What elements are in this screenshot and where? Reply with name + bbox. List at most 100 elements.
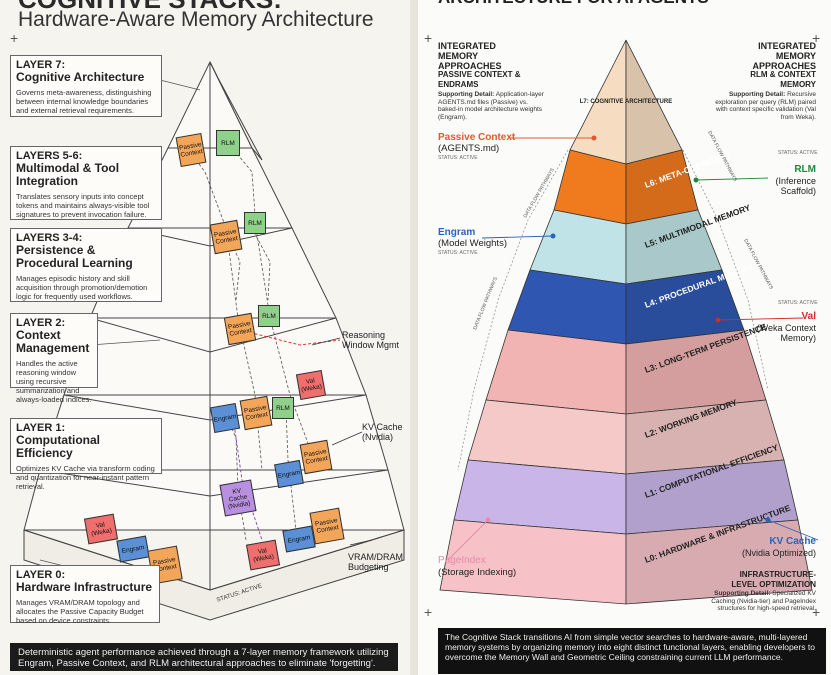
chip-kv: KV Cache (Nvidia) [219,479,257,517]
pyramid-side-7 [209,61,263,161]
right-approaches-header: INTEGRATED MEMORY APPROACHES [752,41,816,71]
callout-line-kv [331,431,363,446]
left-subtitle: Hardware-Aware Memory Architecture [18,8,374,31]
connector-dot [485,517,491,523]
detail-label: Supporting Detail: [728,91,786,98]
val-status: STATUS: ACTIVE [778,300,818,306]
chip-passive: Passive Context [309,507,345,545]
chip-val: Val (Weka) [295,369,327,401]
layer-2-name: Context Management [16,328,90,355]
leader-layer2 [89,339,161,346]
layer-2-heading: LAYER 2: [16,317,66,329]
chip-val: Val (Weka) [245,539,281,571]
detail-label: Supporting Detail: [714,590,771,597]
infra-block-title: INFRASTRUCTURE-LEVEL OPTIMIZATION [731,570,816,589]
layer-56-name: Multimodal & Tool Integration [16,161,120,188]
pageindex-sub: (Storage Indexing) [438,567,517,578]
flow-path-right [682,149,769,391]
layer-34-desc: Manages episodic history and skill acqui… [16,274,148,301]
corner-plus-icon: + [10,30,19,46]
chip-passive: Passive Context [223,312,257,346]
layer-1-box: LAYER 1: Computational Efficiency Optimi… [10,418,162,491]
infra-block-detail: Supporting Detail: Specialized KV Cachin… [708,590,816,613]
passive-context-label: Passive Context [438,132,516,143]
layer-56-box: LAYERS 5-6: Multimodal & Tool Integratio… [10,146,162,220]
chip-engram: Engram [274,459,304,489]
connector-dot [715,317,721,323]
passive-block-detail: Supporting Detail: Application-layer AGE… [438,91,548,121]
rlm-block-title: RLM & CONTEXT MEMORY [750,70,816,89]
kv-cache-label: KV Cache (Nvidia) [362,422,403,442]
leader-layer7 [159,79,201,91]
layer-7-name: Cognitive Architecture [16,70,145,84]
callout-line-vram [349,539,373,546]
chip-rlm: RLM [244,212,266,234]
passive-status: STATUS: ACTIVE [438,155,478,161]
left-approaches-header: INTEGRATED MEMORY APPROACHES [438,41,502,71]
connector-val [717,317,804,321]
tier-front-2 [23,529,405,591]
tier-front-5 [89,317,337,353]
kv-cache-sub: (Nvidia Optimized) [741,548,816,558]
vram-budget-label: VRAM/DRAM Budgeting [348,552,404,572]
pageindex-label: PageIndex [438,555,486,566]
flow-label-left: DATA FLOW PATHWAYS [472,276,499,331]
layer-7-heading: LAYER 7: [16,59,66,71]
detail-text: Specialized KV Caching (Nvidia-tier) and… [711,590,816,612]
engram-sub: (Model Weights) [438,238,507,249]
val-sub: (Weka Context Memory) [756,323,816,343]
layer-56-heading: LAYERS 5-6: [16,150,83,162]
pyramid-layer-right-face [625,519,813,605]
layer-2-desc: Handles the active reasoning window usin… [16,359,92,404]
chip-passive: Passive Context [209,219,243,255]
connector-dot [765,517,771,523]
flow-line-red [239,329,341,346]
chip-passive: Passive Context [239,395,273,431]
pyramid-layer-label: L7: COGNITIVE ARCHITECTURE [580,99,672,105]
passive-block-title: PASSIVE CONTEXT & ENDRAMS [438,70,521,89]
connector-dot [591,135,597,141]
layer-0-desc: Manages VRAM/DRAM topology and allocates… [16,598,144,625]
right-infographic-panel: ARCHITECTURE FOR AI AGENTS + + + + L7: C… [418,0,831,675]
left-title: COGNITIVE STACKS: [18,0,282,15]
layer-56-desc: Translates sensory inputs into concept t… [16,192,150,219]
connector-pageindex [447,519,489,561]
layer-0-name: Hardware Infrastructure [16,580,153,594]
chip-passive: Passive Context [299,439,333,475]
tier-front-4 [63,394,367,421]
val-label: Val [801,311,816,322]
right-title: ARCHITECTURE FOR AI AGENTS [438,0,709,8]
connector-dot [693,177,699,183]
chip-passive: Passive Context [175,132,207,168]
flow-line-b [233,149,319,471]
layer-0-heading: LAYER 0: [16,569,66,581]
layer-7-box: LAYER 7: Cognitive Architecture Governs … [10,55,162,117]
corner-plus-icon: + [424,604,433,620]
chip-rlm: RLM [272,397,294,419]
chip-val: Val (Weka) [83,513,119,545]
connector-dot [550,233,556,239]
callout-line-reasoning [311,337,341,346]
connector-rlm [695,177,769,181]
passive-context-sub: (AGENTS.md) [438,143,500,154]
flow-line-d [253,231,271,301]
connector-engram [481,235,554,239]
detail-text: Recursive exploration per query (RLM) pa… [715,91,816,121]
left-footer-caption: Deterministic agent performance achieved… [10,643,398,671]
left-infographic-panel: COGNITIVE STACKS: Hardware-Aware Memory … [0,0,410,675]
layer-0-box: LAYER 0: Hardware Infrastructure Manages… [10,565,160,625]
corner-plus-icon: + [424,30,433,46]
rlm-block-detail: Supporting Detail: Recursive exploration… [708,91,816,121]
chip-engram: Engram [209,402,241,434]
layer-34-name: Persistence & Procedural Learning [16,243,133,270]
layer-1-heading: LAYER 1: [16,422,66,434]
layer-7-desc: Governs meta-awareness, distinguishing b… [16,88,152,115]
layer-1-name: Computational Efficiency [16,433,100,460]
chip-rlm: RLM [258,305,280,327]
flow-path-left [457,149,569,471]
pyramid-layer-left-face [485,329,627,415]
right-footer-caption: The Cognitive Stack transitions AI from … [438,628,826,674]
connector-kv [767,519,819,541]
rlm-label: RLM [794,164,816,175]
